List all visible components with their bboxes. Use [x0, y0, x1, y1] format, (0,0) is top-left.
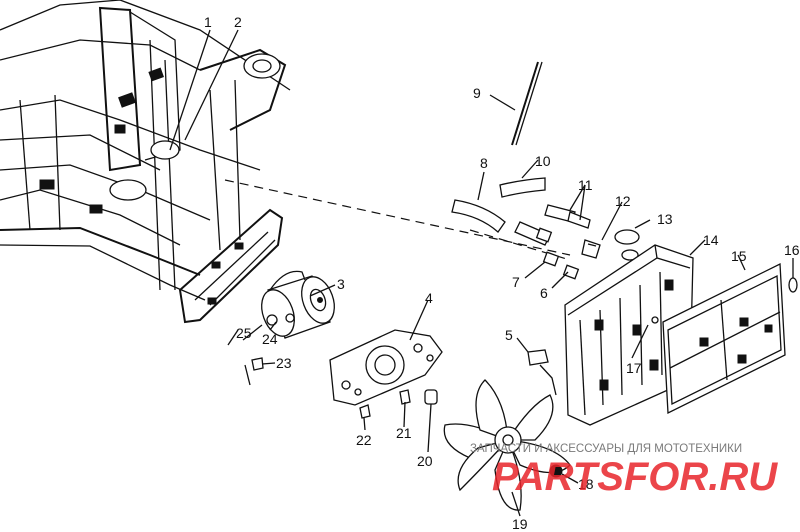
callout-16: 16 [784, 242, 800, 258]
callout-11: 11 [578, 177, 593, 193]
grommet [788, 277, 798, 293]
callout-12: 12 [615, 193, 631, 209]
callout-23: 23 [276, 355, 292, 371]
fan-blade [443, 379, 571, 511]
leader-lines [169, 29, 794, 517]
watermark-tagline: ЗАПЧАСТИ И АКСЕССУАРЫ ДЛЯ МОТОТЕХНИКИ [470, 443, 742, 455]
callout-2: 2 [234, 14, 242, 30]
fan-motor [261, 270, 335, 339]
callout-1: 1 [204, 14, 212, 30]
rod [511, 61, 539, 146]
watermark: ЗАПЧАСТИ И АКСЕССУАРЫ ДЛЯ МОТОТЕХНИКИ PA… [470, 443, 778, 499]
callout-25: 25 [236, 325, 252, 341]
temperature-sensor [581, 239, 601, 259]
callout-18: 18 [578, 476, 594, 492]
callout-4: 4 [425, 290, 433, 306]
callout-8: 8 [480, 155, 488, 171]
hose-clamp [527, 349, 557, 396]
watermark-logo: PARTSFOR.RU [492, 455, 778, 499]
callout-10: 10 [535, 153, 551, 169]
callout-5: 5 [505, 327, 513, 343]
nut [549, 464, 563, 478]
callout-20: 20 [417, 453, 433, 469]
hose-fitting [542, 251, 560, 267]
callout-15: 15 [731, 248, 747, 264]
callout-13: 13 [657, 211, 673, 227]
radiator-screen [662, 262, 786, 415]
callout-6: 6 [540, 285, 548, 301]
callout-19: 19 [512, 516, 528, 532]
motor-hardware [251, 313, 295, 371]
callout-7: 7 [512, 274, 520, 290]
callout-21: 21 [396, 425, 412, 441]
callout-9: 9 [473, 85, 481, 101]
fittings [514, 204, 591, 246]
vehicle-frame [0, 0, 291, 324]
upper-hose [451, 177, 546, 233]
bracket-hardware [359, 389, 438, 419]
callout-14: 14 [703, 232, 719, 248]
callout-3: 3 [337, 276, 345, 292]
fan-bracket [329, 329, 443, 406]
callout-22: 22 [356, 432, 372, 448]
radiator-cap [614, 229, 640, 261]
callout-17: 17 [626, 360, 642, 376]
callout-24: 24 [262, 331, 278, 347]
callout-labels: 1 2 3 4 5 6 7 8 9 10 11 12 13 14 15 16 1… [204, 14, 800, 532]
